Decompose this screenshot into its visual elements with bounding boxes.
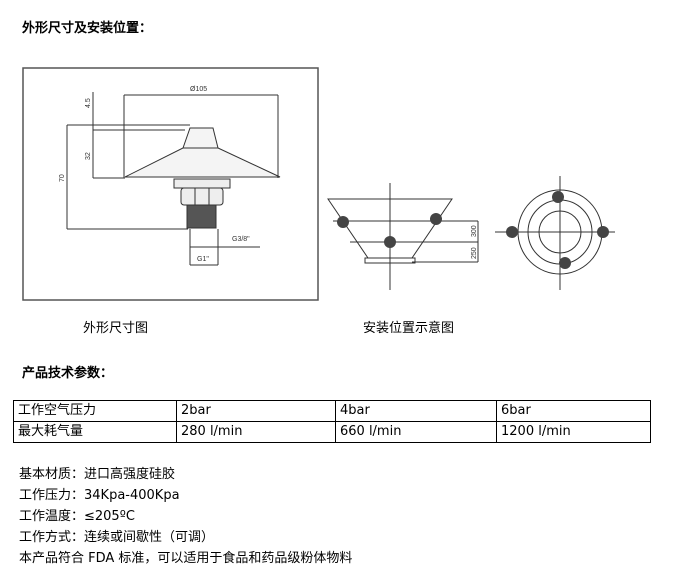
- caption-outline: 外形尺寸图: [83, 321, 149, 336]
- dim-250: 250: [471, 247, 478, 259]
- cell: 2bar: [176, 400, 336, 422]
- outline-drawing: [22, 67, 319, 301]
- cell: 1200 l/min: [496, 421, 651, 443]
- section-title-dimensions: 外形尺寸及安装位置：: [22, 21, 153, 36]
- dim-32: 32: [85, 152, 92, 160]
- cell: 660 l/min: [335, 421, 497, 443]
- spec-item: 工作压力：34Kpa-400Kpa: [19, 488, 180, 503]
- spec-item: 本产品符合 FDA 标准，可以适用于食品和药品级粉体物料: [19, 551, 353, 566]
- dim-300: 300: [471, 225, 478, 237]
- dim-g38: G3/8": [232, 236, 250, 243]
- dim-4-5: 4.5: [85, 98, 92, 108]
- nozzle-balls: [337, 191, 609, 269]
- cell: 工作空气压力: [13, 400, 177, 422]
- spec-item: 工作方式：连续或间歇性（可调）: [19, 530, 215, 545]
- cell: 6bar: [496, 400, 651, 422]
- section-title-params: 产品技术参数：: [22, 366, 114, 381]
- dim-g1: G1": [197, 256, 209, 263]
- spec-list: 基本材质：进口高强度硅胶 工作压力：34Kpa-400Kpa 工作温度：≤205…: [19, 464, 352, 569]
- table-row: 工作空气压力 2bar 4bar 6bar: [13, 400, 651, 422]
- params-table: 工作空气压力 2bar 4bar 6bar 最大耗气量 280 l/min 66…: [13, 400, 651, 443]
- spec-item: 工作温度：≤205ºC: [19, 509, 135, 524]
- cell: 最大耗气量: [13, 421, 177, 443]
- spec-item: 基本材质：进口高强度硅胶: [19, 467, 176, 482]
- dim-70: 70: [59, 174, 66, 182]
- cell: 280 l/min: [176, 421, 336, 443]
- table-row: 最大耗气量 280 l/min 660 l/min 1200 l/min: [13, 421, 651, 443]
- dim-diameter: Ø105: [190, 86, 207, 93]
- cell: 4bar: [335, 400, 497, 422]
- caption-installation: 安装位置示意图: [363, 321, 455, 336]
